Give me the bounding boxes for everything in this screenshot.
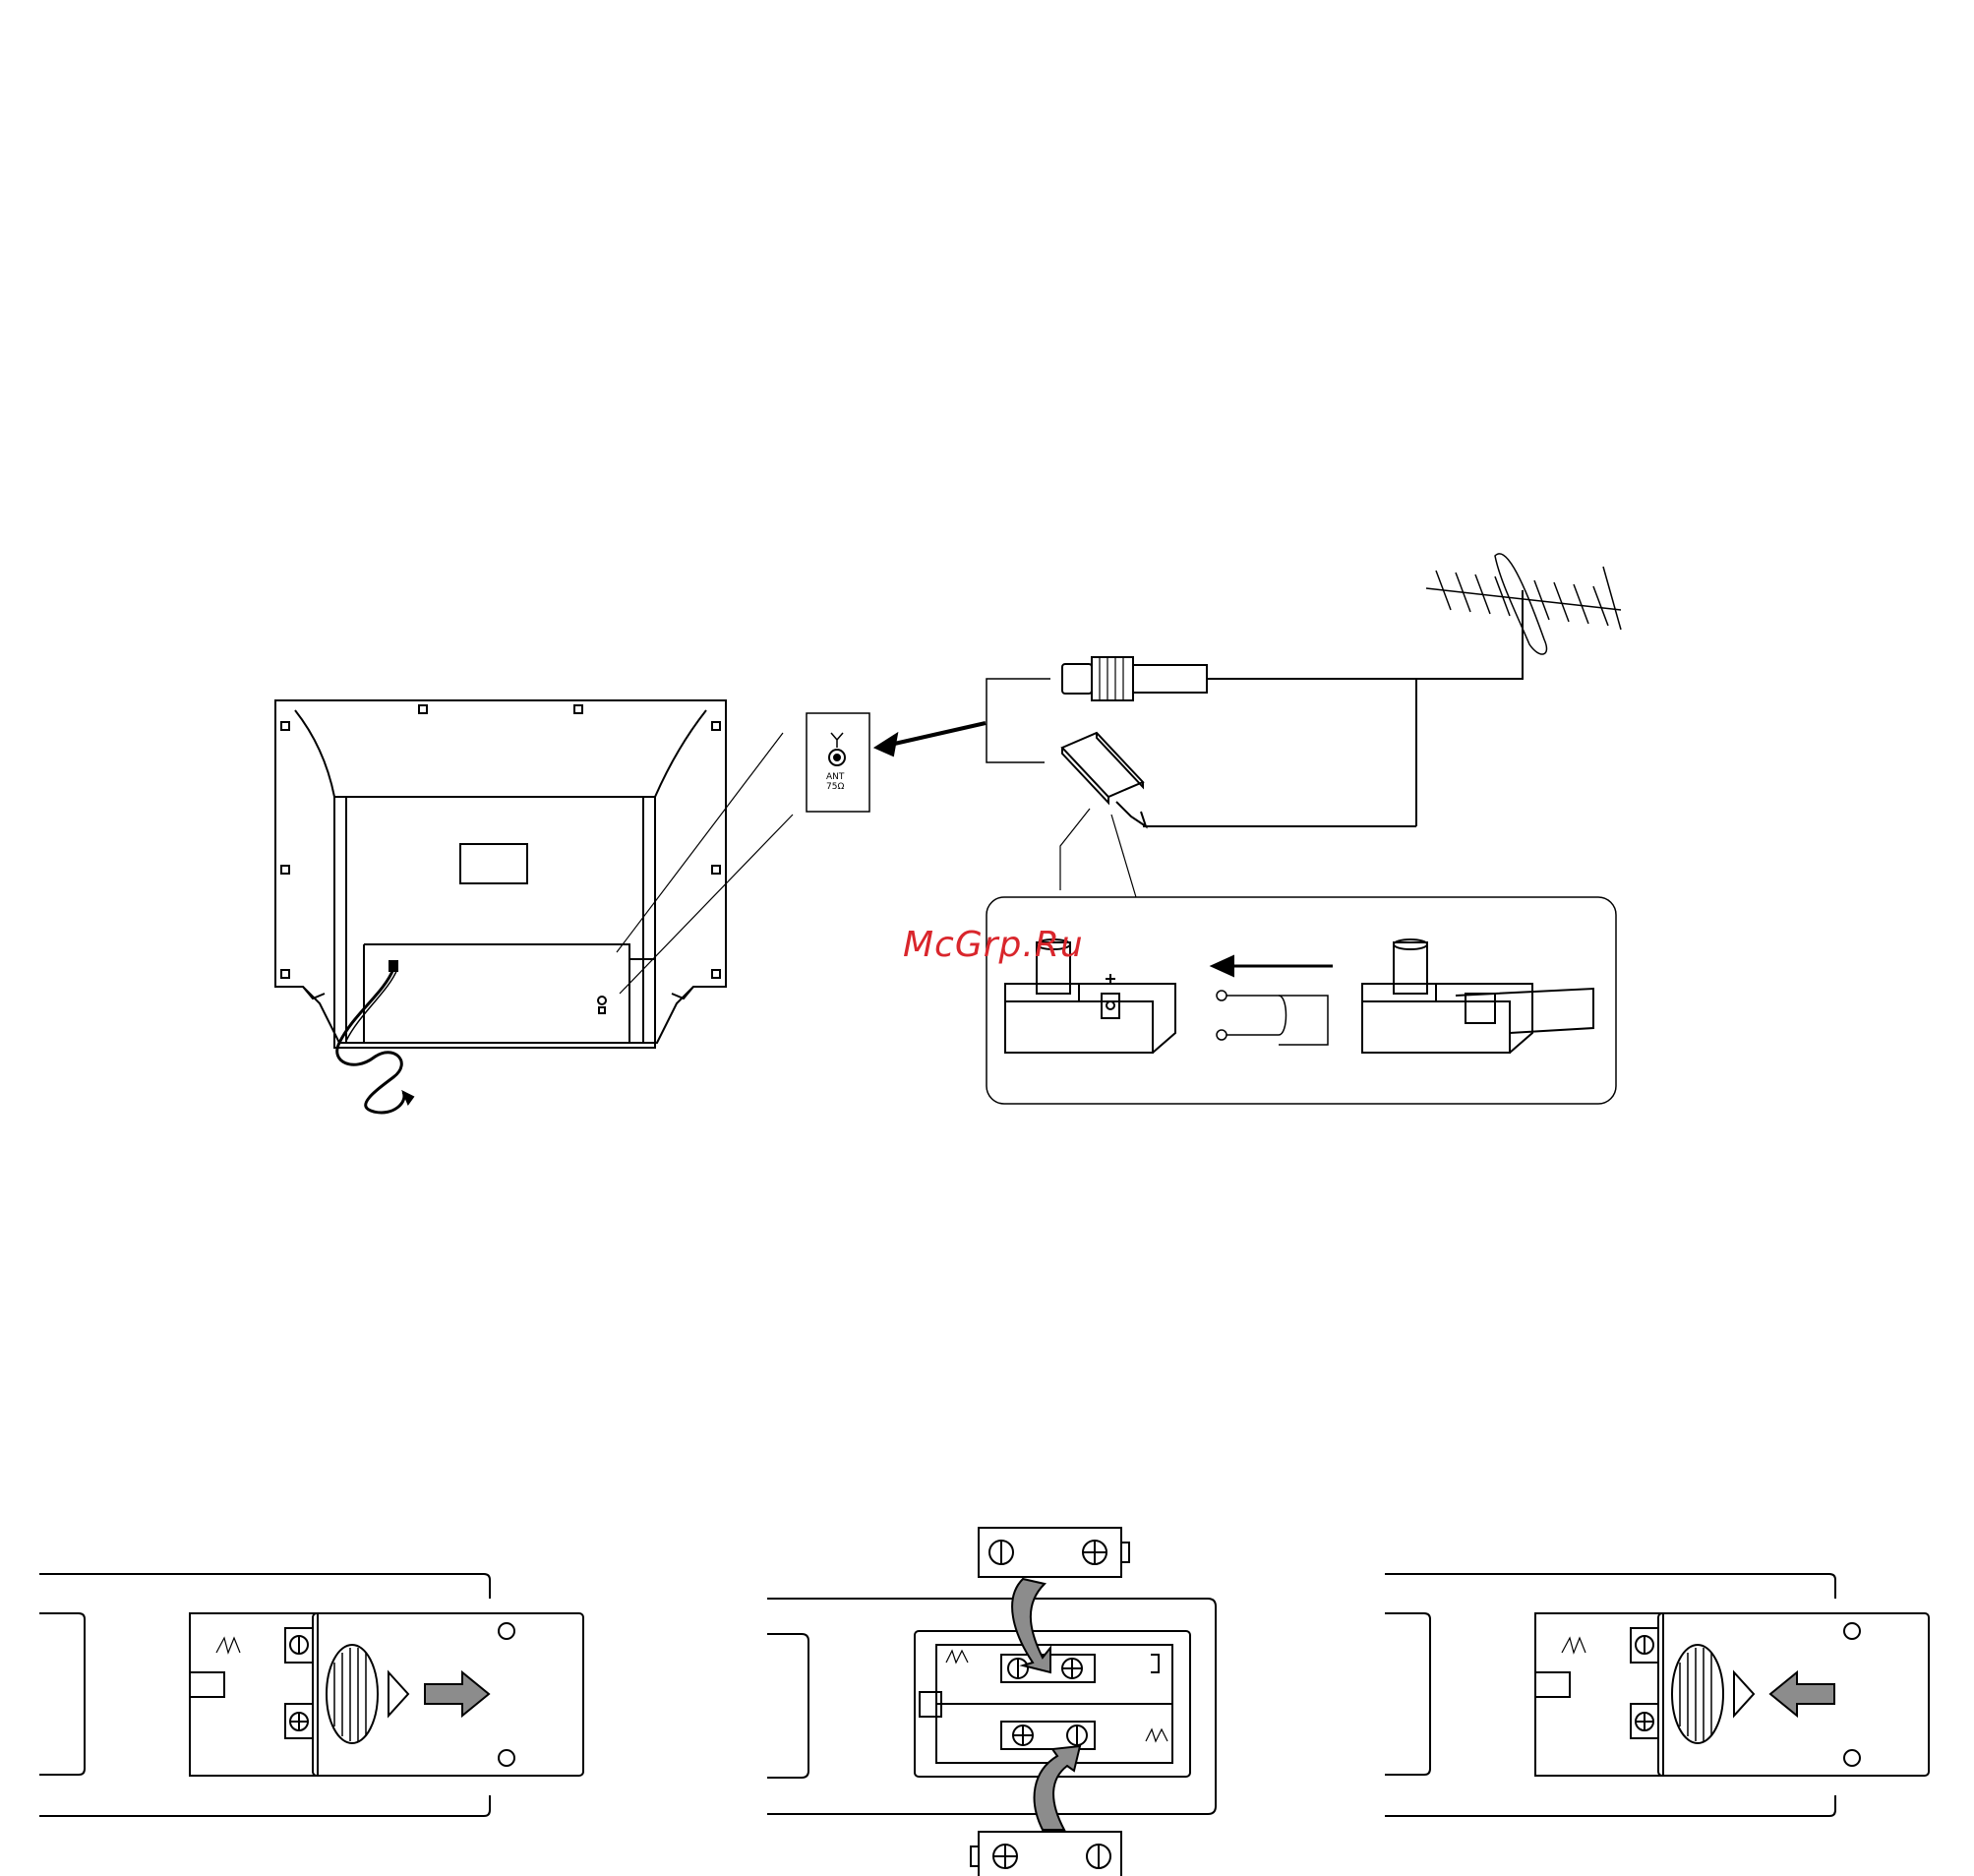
terminal-after-icon <box>1362 939 1593 1053</box>
connect-arrow <box>875 723 986 756</box>
coax-plug-icon <box>1062 657 1367 700</box>
insert-arrow-bottom <box>1035 1746 1080 1830</box>
remote-step-close <box>1385 1574 1929 1816</box>
plug-bracket <box>987 679 1050 762</box>
remote-step-insert <box>767 1528 1216 1876</box>
antenna-jack-icon: ANT 75Ω <box>807 713 869 812</box>
insert-arrow <box>1212 956 1333 976</box>
remote-step-open <box>39 1574 583 1816</box>
antenna-feed-line <box>1367 590 1523 679</box>
tv-rear-icon <box>275 700 793 1113</box>
jack-label-ohm: 75Ω <box>826 782 844 792</box>
battery-icon-2 <box>971 1832 1121 1876</box>
slide-in-arrow <box>1770 1672 1834 1716</box>
twin-lead-wires <box>1217 991 1328 1045</box>
jack-label-ant: ANT <box>826 772 845 782</box>
twin-lead-adapter-icon <box>1060 733 1416 897</box>
slide-out-arrow <box>425 1672 489 1716</box>
watermark: McGrp.Ru <box>903 925 1084 965</box>
battery-icon <box>979 1528 1129 1577</box>
